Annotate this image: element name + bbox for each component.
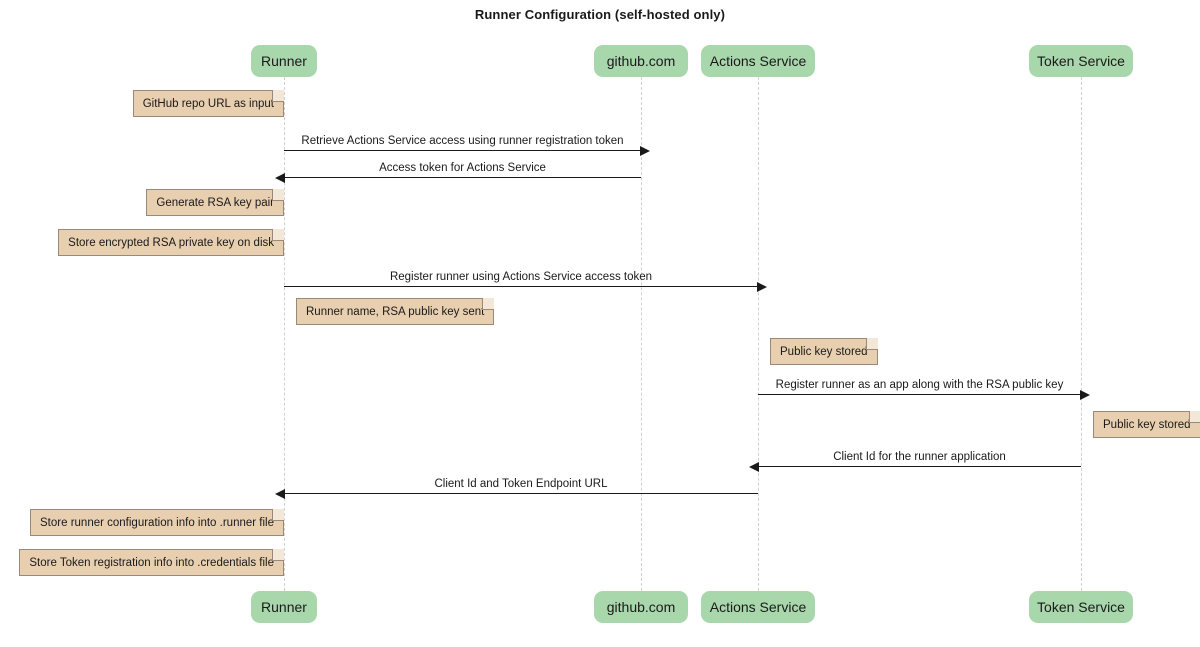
note-github-repo-url-as-input: GitHub repo URL as input <box>132 90 285 117</box>
note-label: GitHub repo URL as input <box>142 97 274 110</box>
note-label: Public key stored <box>780 345 868 358</box>
message-label: Register runner using Actions Service ac… <box>389 271 653 283</box>
message-client-id-for-runner-application: Client Id for the runner application <box>749 451 1081 472</box>
note-store-token-registration-info: Store Token registration info into .cred… <box>19 549 284 576</box>
participant-token-service-bottom[interactable]: Token Service <box>1029 591 1133 623</box>
note-store-encrypted-rsa-private-key: Store encrypted RSA private key on disk <box>58 229 284 256</box>
participant-label: Token Service <box>1037 53 1125 69</box>
note-label: Generate RSA key pair <box>156 196 274 209</box>
note-public-key-stored-token: Public key stored <box>1093 411 1200 438</box>
message-label: Client Id for the runner application <box>833 451 1006 463</box>
participant-runner-top[interactable]: Runner <box>251 45 317 77</box>
message-label: Access token for Actions Service <box>379 162 546 174</box>
participant-label: Actions Service <box>709 599 807 615</box>
arrowhead-icon <box>749 462 759 472</box>
message-client-id-and-token-endpoint-url: Client Id and Token Endpoint URL <box>275 478 758 499</box>
participant-token-service-top[interactable]: Token Service <box>1029 45 1133 77</box>
arrowhead-icon <box>640 146 650 156</box>
participant-label: Actions Service <box>709 53 807 69</box>
note-store-runner-configuration-info: Store runner configuration info into .ru… <box>30 509 284 536</box>
lifeline-actions-service <box>758 77 759 591</box>
participant-github-com-top[interactable]: github.com <box>594 45 688 77</box>
participant-label: github.com <box>606 53 676 69</box>
note-label: Store Token registration info into .cred… <box>29 556 274 569</box>
message-retrieve-actions-service-access: Retrieve Actions Service access using ru… <box>284 135 650 156</box>
message-access-token-for-actions-service: Access token for Actions Service <box>275 162 641 183</box>
participant-label: Runner <box>261 53 307 69</box>
arrowhead-icon <box>1080 390 1090 400</box>
participant-actions-service-top[interactable]: Actions Service <box>701 45 815 77</box>
page-title: Runner Configuration (self-hosted only) <box>474 7 726 22</box>
note-label: Runner name, RSA public key sent <box>306 305 485 318</box>
note-label: Public key stored <box>1103 418 1191 431</box>
note-label: Store encrypted RSA private key on disk <box>68 236 274 249</box>
arrowhead-icon <box>757 282 767 292</box>
message-label: Retrieve Actions Service access using ru… <box>301 135 624 147</box>
arrowhead-icon <box>275 489 285 499</box>
participant-runner-bottom[interactable]: Runner <box>251 591 317 623</box>
note-label: Store runner configuration info into .ru… <box>40 516 274 529</box>
participant-github-com-bottom[interactable]: github.com <box>594 591 688 623</box>
message-label: Register runner as an app along with the… <box>775 379 1064 391</box>
participant-label: github.com <box>606 599 676 615</box>
message-label: Client Id and Token Endpoint URL <box>434 478 608 490</box>
participant-actions-service-bottom[interactable]: Actions Service <box>701 591 815 623</box>
participant-label: Token Service <box>1037 599 1125 615</box>
note-runner-name-rsa-public-key-sent: Runner name, RSA public key sent <box>296 298 495 325</box>
lifeline-token-service <box>1081 77 1082 591</box>
message-register-runner: Register runner using Actions Service ac… <box>284 271 767 292</box>
lifeline-runner <box>284 77 285 591</box>
message-register-runner-as-app: Register runner as an app along with the… <box>758 379 1090 400</box>
arrowhead-icon <box>275 173 285 183</box>
note-generate-rsa-key-pair: Generate RSA key pair <box>146 189 284 216</box>
lifeline-github-com <box>641 77 642 591</box>
participant-label: Runner <box>261 599 307 615</box>
note-public-key-stored-actions: Public key stored <box>770 338 878 365</box>
